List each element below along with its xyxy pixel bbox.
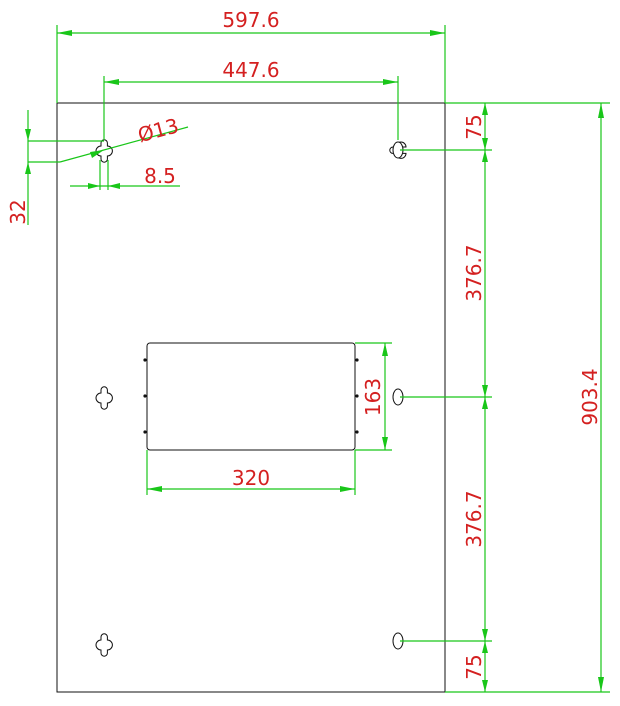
keyhole-slot-left-bottom [95,633,113,657]
dim-label-window-width: 320 [232,466,270,490]
dim-label-overall-width: 597.6 [222,8,279,32]
window-hole [143,394,147,398]
arrowhead [25,162,31,174]
arrowhead [147,486,162,492]
arrowhead [57,30,72,36]
arrowhead [482,138,488,150]
dim-label-bottom-offset: 75 [462,654,486,679]
arrowhead [598,103,604,118]
window-hole [143,430,147,434]
arrowhead [482,103,488,115]
arrowhead [383,79,398,85]
dim-label-window-height: 163 [361,378,385,416]
arrowhead [340,486,355,492]
window-hole [355,430,359,434]
arrowhead [482,680,488,692]
arrowhead [382,343,388,356]
arrowhead [482,641,488,653]
window-hole [355,394,359,398]
arrowhead [88,183,100,189]
dim-label-upper-spacing: 376.7 [462,244,486,301]
dim-label-slot-spacing: 447.6 [222,58,279,82]
arrowhead [430,30,445,36]
arrowhead [482,629,488,641]
dim-label-lower-spacing: 376.7 [462,490,486,547]
arrowhead [90,150,104,158]
window-hole [143,358,147,362]
arrowhead [104,79,119,85]
diameter-leader [59,126,189,163]
dim-label-overall-height: 903.4 [578,368,602,425]
arrowhead [482,397,488,409]
arrowhead [108,183,120,189]
arrowhead [482,150,488,162]
arrowhead [598,677,604,692]
dim-label-slot-offset: 8.5 [144,164,176,188]
arrowhead [25,129,31,141]
arrowhead [382,437,388,450]
dim-label-left-offset: 32 [6,199,30,224]
dim-label-top-offset: 75 [462,114,486,139]
window-cutout [146,342,356,451]
window-hole [355,358,359,362]
arrowhead [482,385,488,397]
keyhole-slot-left-middle [95,386,113,410]
